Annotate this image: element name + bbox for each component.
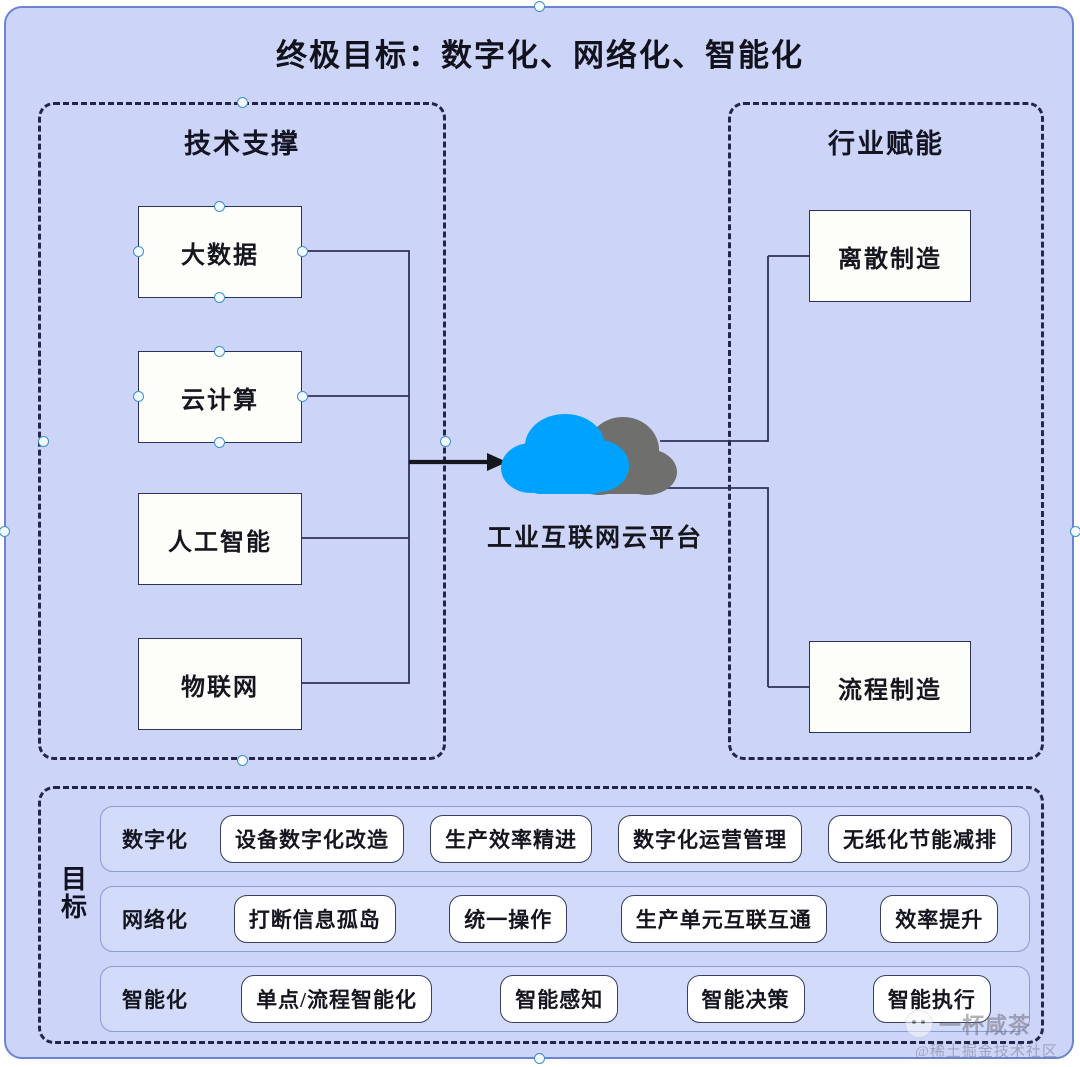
industry-node-discrete-manufacturing[interactable]: 离散制造 — [809, 210, 971, 302]
goal-pill[interactable]: 智能感知 — [500, 975, 619, 1023]
goal-pill-track: 单点/流程智能化 智能感知 智能决策 智能执行 — [209, 975, 1029, 1023]
cloud-platform-icon — [495, 408, 690, 508]
cloud-platform-label: 工业互联网云平台 — [486, 525, 703, 552]
selection-handle-top[interactable] — [534, 1, 545, 12]
selection-handle-node-top[interactable] — [214, 201, 225, 212]
goal-pill[interactable]: 智能决策 — [686, 975, 805, 1023]
goal-row-intelligence: 智能化 单点/流程智能化 智能感知 智能决策 智能执行 — [100, 966, 1030, 1032]
selection-handle-tech-bottom[interactable] — [237, 755, 248, 766]
selection-handle-node2-right[interactable] — [297, 391, 308, 402]
tech-node-cloud-computing[interactable]: 云计算 — [138, 351, 302, 443]
goal-category-label: 网络化 — [122, 908, 188, 932]
goal-pill[interactable]: 打断信息孤岛 — [233, 895, 396, 943]
goal-pill[interactable]: 效率提升 — [880, 895, 999, 943]
tech-support-panel-title: 技术支撑 — [184, 129, 300, 159]
goals-side-label-char-2: 标 — [60, 893, 87, 923]
goal-pill[interactable]: 设备数字化改造 — [220, 815, 404, 863]
goals-side-label: 目 标 — [52, 865, 96, 923]
goal-pill[interactable]: 生产效率精进 — [430, 815, 592, 863]
selection-handle-node2-left[interactable] — [133, 391, 144, 402]
tech-node-iot[interactable]: 物联网 — [138, 638, 302, 730]
goal-row-digitalization: 数字化 设备数字化改造 生产效率精进 数字化运营管理 无纸化节能减排 — [100, 806, 1030, 872]
selection-handle-tech-right[interactable] — [440, 436, 451, 447]
selection-handle-node-right[interactable] — [297, 246, 308, 257]
goal-category-label: 智能化 — [122, 988, 188, 1012]
selection-handle-node2-top[interactable] — [214, 346, 225, 357]
goals-side-label-char-1: 目 — [60, 865, 87, 894]
watermark: 一杯咸茶 — [905, 1008, 1031, 1040]
goal-pill[interactable]: 数字化运营管理 — [618, 815, 802, 863]
industry-node-process-manufacturing[interactable]: 流程制造 — [809, 641, 971, 733]
goal-pill[interactable]: 统一操作 — [449, 895, 568, 943]
page-title: 终极目标：数字化、网络化、智能化 — [276, 38, 804, 73]
goal-category-label: 数字化 — [122, 828, 188, 852]
goal-row-networking: 网络化 打断信息孤岛 统一操作 生产单元互联互通 效率提升 — [100, 886, 1030, 952]
selection-handle-node2-bottom[interactable] — [214, 437, 225, 448]
goal-pill-track: 打断信息孤岛 统一操作 生产单元互联互通 效率提升 — [209, 895, 1029, 943]
goal-pill[interactable]: 无纸化节能减排 — [828, 815, 1012, 863]
goal-pill[interactable]: 生产单元互联互通 — [620, 895, 827, 943]
goal-pill-track: 设备数字化改造 生产效率精进 数字化运营管理 无纸化节能减排 — [209, 815, 1029, 863]
selection-handle-right[interactable] — [1070, 526, 1080, 537]
watermark-name: 一杯咸茶 — [939, 1013, 1032, 1038]
tech-node-ai[interactable]: 人工智能 — [138, 493, 302, 585]
cloud-front-shape — [501, 414, 629, 494]
goal-pill[interactable]: 智能执行 — [872, 975, 991, 1023]
goal-pill[interactable]: 单点/流程智能化 — [241, 975, 432, 1023]
selection-handle-tech-left[interactable] — [38, 436, 49, 447]
goals-panel — [38, 786, 1044, 1044]
selection-handle-tech-top[interactable] — [237, 97, 248, 108]
selection-handle-bottom[interactable] — [534, 1053, 545, 1064]
industry-enable-panel-title: 行业赋能 — [828, 129, 944, 159]
watermark-avatar-icon — [905, 1010, 933, 1038]
tech-node-big-data[interactable]: 大数据 — [138, 206, 302, 298]
selection-handle-node-left[interactable] — [133, 246, 144, 257]
watermark-subtitle: @稀土掘金技术社区 — [915, 1044, 1058, 1060]
selection-handle-left[interactable] — [0, 526, 10, 537]
selection-handle-node-bottom[interactable] — [214, 292, 225, 303]
